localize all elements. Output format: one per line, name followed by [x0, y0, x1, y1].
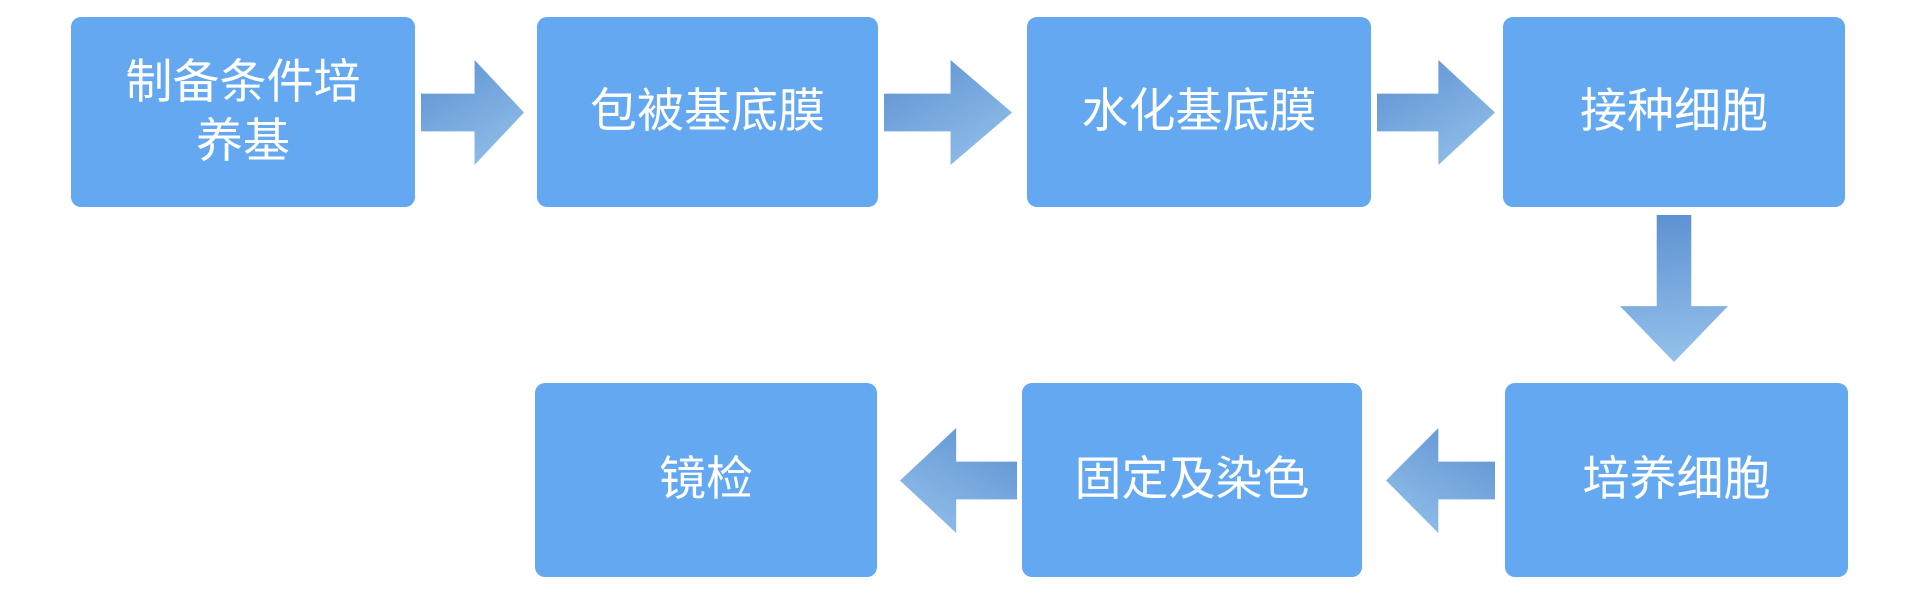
arrow-right-icon [1377, 60, 1495, 165]
flow-step-hydrate-basement-membrane: 水化基底膜 [1027, 17, 1371, 207]
flow-step-label: 镜检 [659, 452, 753, 508]
flow-step-culture-cells: 培养细胞 [1505, 383, 1848, 577]
arrow-right-icon [421, 60, 524, 165]
flow-step-label: 制备条件培养基 [125, 54, 361, 169]
flow-step-coat-basement-membrane: 包被基底膜 [537, 17, 878, 207]
flow-step-prepare-conditioned-medium: 制备条件培养基 [71, 17, 415, 207]
arrow-left-icon [900, 428, 1017, 533]
arrow-right-icon [884, 60, 1012, 165]
arrow-left-icon [1386, 428, 1495, 533]
flow-step-microscopy: 镜检 [535, 383, 877, 577]
flow-step-label: 水化基底膜 [1081, 84, 1317, 140]
flow-step-label: 接种细胞 [1580, 84, 1768, 140]
flow-step-label: 固定及染色 [1074, 452, 1310, 508]
arrow-down-icon [1620, 215, 1728, 362]
flow-step-fix-and-stain: 固定及染色 [1022, 383, 1362, 577]
flow-step-seed-cells: 接种细胞 [1503, 17, 1845, 207]
flow-step-label: 培养细胞 [1582, 452, 1771, 508]
flow-step-label: 包被基底膜 [590, 84, 825, 140]
